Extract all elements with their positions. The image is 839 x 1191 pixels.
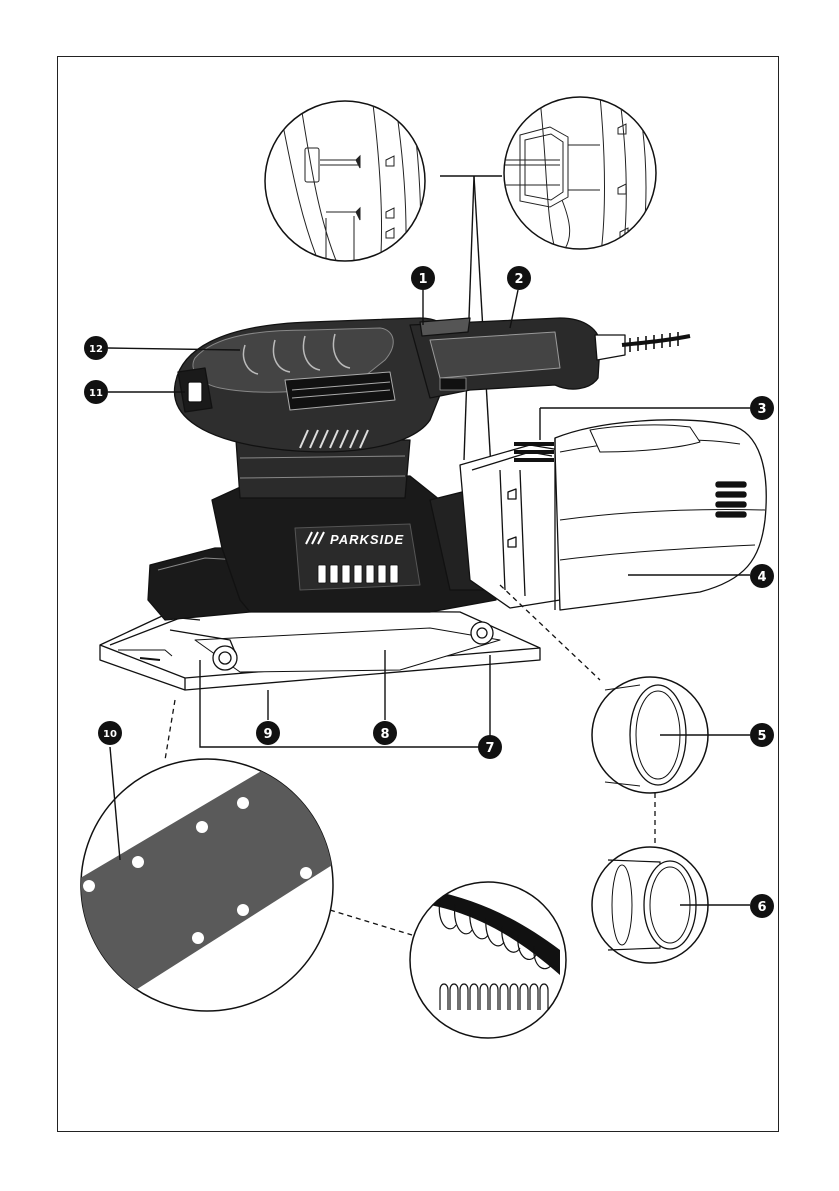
callout-7: 7 [478, 735, 502, 759]
detail-clip-right [504, 96, 656, 260]
sander-body [100, 318, 766, 690]
svg-text:2: 2 [514, 272, 523, 287]
svg-text:8: 8 [380, 727, 389, 742]
callout-4: 4 [750, 564, 774, 588]
callout-5: 5 [750, 723, 774, 747]
callout-6: 6 [750, 894, 774, 918]
svg-text:7: 7 [485, 741, 494, 756]
svg-text:9: 9 [263, 727, 272, 742]
brand-text: PARKSIDE [330, 532, 404, 547]
callout-8: 8 [373, 721, 397, 745]
svg-text:10: 10 [103, 729, 117, 740]
svg-text:3: 3 [757, 402, 766, 417]
svg-text:11: 11 [89, 388, 103, 399]
callout-10: 10 [98, 721, 122, 745]
vent-slots [318, 565, 398, 583]
dashed-leader-sandpaper [165, 700, 175, 760]
detail-sandpaper [60, 759, 340, 1011]
detail-hook-and-loop [410, 882, 566, 1038]
callout-2: 2 [507, 266, 531, 290]
svg-text:12: 12 [89, 344, 103, 355]
callout-1: 1 [411, 266, 435, 290]
callout-11: 11 [84, 380, 108, 404]
svg-text:6: 6 [757, 900, 766, 915]
svg-text:4: 4 [757, 570, 766, 585]
callout-3: 3 [750, 396, 774, 420]
svg-text:5: 5 [757, 729, 766, 744]
dashed-leader-hook [330, 910, 412, 935]
detail-clip-left [265, 96, 425, 270]
callout-12: 12 [84, 336, 108, 360]
svg-text:1: 1 [418, 272, 427, 287]
callout-9: 9 [256, 721, 280, 745]
